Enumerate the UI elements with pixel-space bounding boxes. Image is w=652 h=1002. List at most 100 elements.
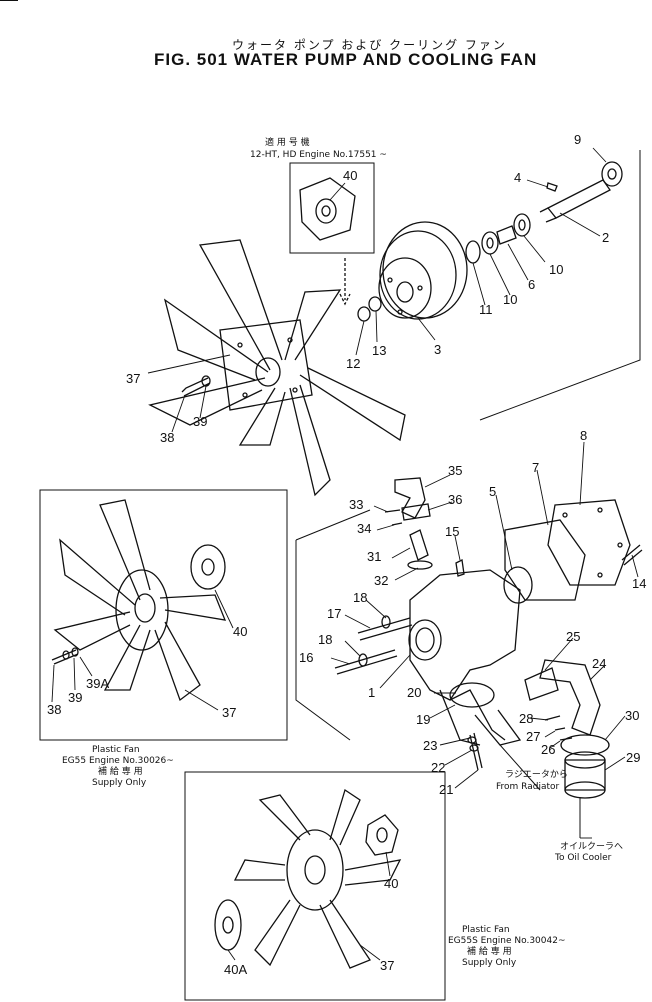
note-to-oil-cooler-en: To Oil Cooler [555, 853, 612, 863]
plastic-fan-box-1 [39, 489, 288, 741]
bolt-16 [334, 649, 398, 675]
shaft-2 [546, 179, 611, 219]
bearing-10b [481, 231, 499, 255]
callout-27: 27 [526, 729, 541, 744]
callout-5: 5 [489, 484, 497, 499]
plastic-fan-1 [53, 499, 227, 702]
callout-18b: 18 [318, 632, 333, 647]
callout-35: 35 [448, 463, 463, 478]
callout-39-main: 39 [193, 414, 208, 429]
washer-13 [368, 296, 382, 312]
note-to-oil-cooler-jp: オイルクーラへ [560, 842, 624, 852]
note-plastic-fan-1-supply-jp: 補 給 専 用 [98, 767, 143, 777]
callout-34: 34 [357, 521, 372, 536]
callout-37-box2: 37 [380, 958, 395, 973]
title-japanese: ウォータ ポンプ および クーリング ファン [232, 38, 507, 52]
pipe-24 [539, 659, 601, 736]
callout-38-box1: 38 [47, 702, 62, 717]
callout-29: 29 [626, 750, 641, 765]
bolt-17 [357, 617, 413, 641]
note-from-radiator-jp: ラジエータから [505, 770, 568, 780]
oring-30 [560, 734, 610, 756]
pulley-3 [382, 221, 468, 319]
callout-23: 23 [423, 738, 438, 753]
snap-ring-11 [465, 240, 481, 264]
fan-hub [219, 319, 313, 411]
frame-line-top [479, 150, 641, 421]
bolt-27 [554, 727, 566, 731]
locator-arrow [339, 258, 351, 306]
callout-32: 32 [374, 573, 389, 588]
callout-4: 4 [514, 170, 522, 185]
bearing-10a [513, 213, 531, 237]
flange-40-top [299, 177, 356, 241]
callout-33: 33 [349, 497, 364, 512]
clamp-28 [544, 715, 561, 721]
callout-39A: 39A [86, 676, 110, 691]
bolt-38 [181, 377, 211, 397]
callout-15: 15 [445, 524, 460, 539]
callout-40A: 40A [224, 962, 248, 977]
spacer-6 [496, 225, 517, 245]
callout-20: 20 [407, 685, 422, 700]
gasket-7 [504, 519, 586, 601]
note-plastic-fan-2-supply-jp: 補 給 専 用 [467, 947, 512, 957]
callout-22: 22 [431, 760, 446, 775]
callout-40-top: 40 [343, 168, 358, 183]
note-plastic-fan-1-title: Plastic Fan [92, 745, 140, 755]
callout-26: 26 [541, 742, 556, 757]
callout-18a: 18 [353, 590, 368, 605]
flange-40-box1 [190, 544, 226, 590]
plug-15 [455, 559, 465, 577]
pipe-31 [409, 529, 429, 561]
radiator-line [499, 744, 581, 838]
bearing-9 [601, 161, 623, 187]
callout-10a: 10 [549, 262, 564, 277]
outlet-19 [449, 682, 495, 708]
connector-29 [564, 759, 606, 791]
callout-6: 6 [528, 277, 536, 292]
gasket-32 [407, 560, 433, 570]
callout-39-box1: 39 [68, 690, 83, 705]
clamp-36 [401, 503, 431, 521]
callout-14: 14 [632, 576, 647, 591]
key-4 [546, 182, 558, 192]
corner-mark [0, 0, 18, 13]
pipe-elbow [474, 709, 522, 746]
callout-12: 12 [346, 356, 361, 371]
plastic-fan-2 [233, 788, 402, 969]
callout-38-main: 38 [160, 430, 175, 445]
callout-37-main: 37 [126, 371, 141, 386]
gasket-25 [524, 667, 559, 701]
callout-37-box1: 37 [222, 705, 237, 720]
callout-21: 21 [439, 782, 454, 797]
flange-40A [214, 899, 242, 951]
note-plastic-fan-1-supply-en: Supply Only [92, 778, 147, 788]
applicable-box-top [289, 162, 375, 254]
pump-body-1 [408, 566, 533, 746]
callout-19: 19 [416, 712, 431, 727]
note-plastic-fan-2-title: Plastic Fan [462, 925, 510, 935]
note-top-applicable-jp: 適 用 号 機 [265, 138, 310, 148]
fan-37-main [148, 239, 406, 497]
callout-25: 25 [566, 629, 581, 644]
callout-28: 28 [519, 711, 534, 726]
impeller-5 [503, 566, 533, 604]
callout-36: 36 [448, 492, 463, 507]
callout-31: 31 [367, 549, 382, 564]
callout-17: 17 [327, 606, 342, 621]
hose-35 [394, 477, 426, 519]
callout-24: 24 [592, 656, 607, 671]
callout-13: 13 [372, 343, 387, 358]
title-english: FIG. 501 WATER PUMP AND COOLING FAN [154, 50, 538, 69]
callout-40-box2: 40 [384, 876, 399, 891]
flange-40-box2 [365, 814, 399, 856]
callout-40-box1: 40 [233, 624, 248, 639]
note-from-radiator-en: From Radiator [496, 782, 560, 792]
cover-8 [547, 499, 631, 586]
callout-8: 8 [580, 428, 588, 443]
plastic-fan-1-hub [115, 569, 169, 651]
callout-30: 30 [625, 708, 640, 723]
